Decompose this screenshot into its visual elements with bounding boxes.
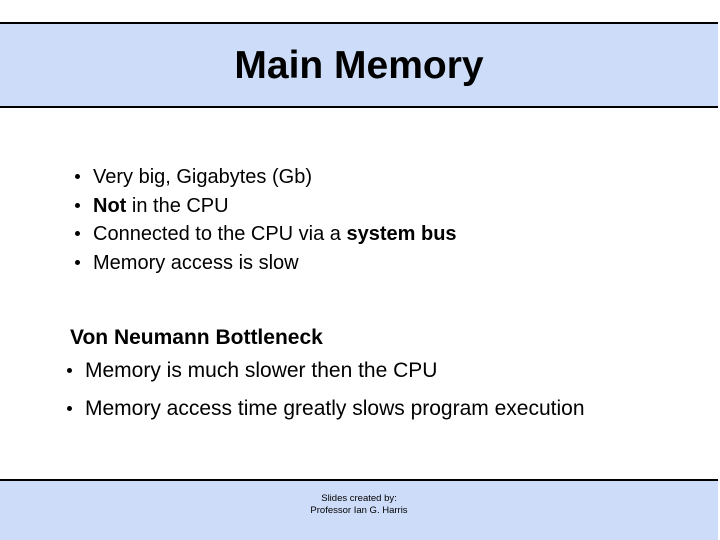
slide-title: Main Memory [234, 43, 484, 87]
bullet-item: Not in the CPU [74, 192, 457, 221]
footer-bar: Slides created by: Professor Ian G. Harr… [0, 479, 718, 540]
bullet-item: Memory access time greatly slows program… [66, 390, 585, 428]
bullet-item: Connected to the CPU via a system bus [74, 220, 457, 249]
bullet-item: Memory is much slower then the CPU [66, 352, 585, 390]
title-banner: Main Memory [0, 22, 718, 108]
subheading: Von Neumann Bottleneck [70, 326, 323, 349]
footer-credit-line-1: Slides created by: [321, 493, 397, 504]
bullet-item: Very big, Gigabytes (Gb) [74, 163, 457, 192]
footer-credit-line-2: Professor Ian G. Harris [310, 505, 408, 516]
bullet-item: Memory access is slow [74, 249, 457, 278]
